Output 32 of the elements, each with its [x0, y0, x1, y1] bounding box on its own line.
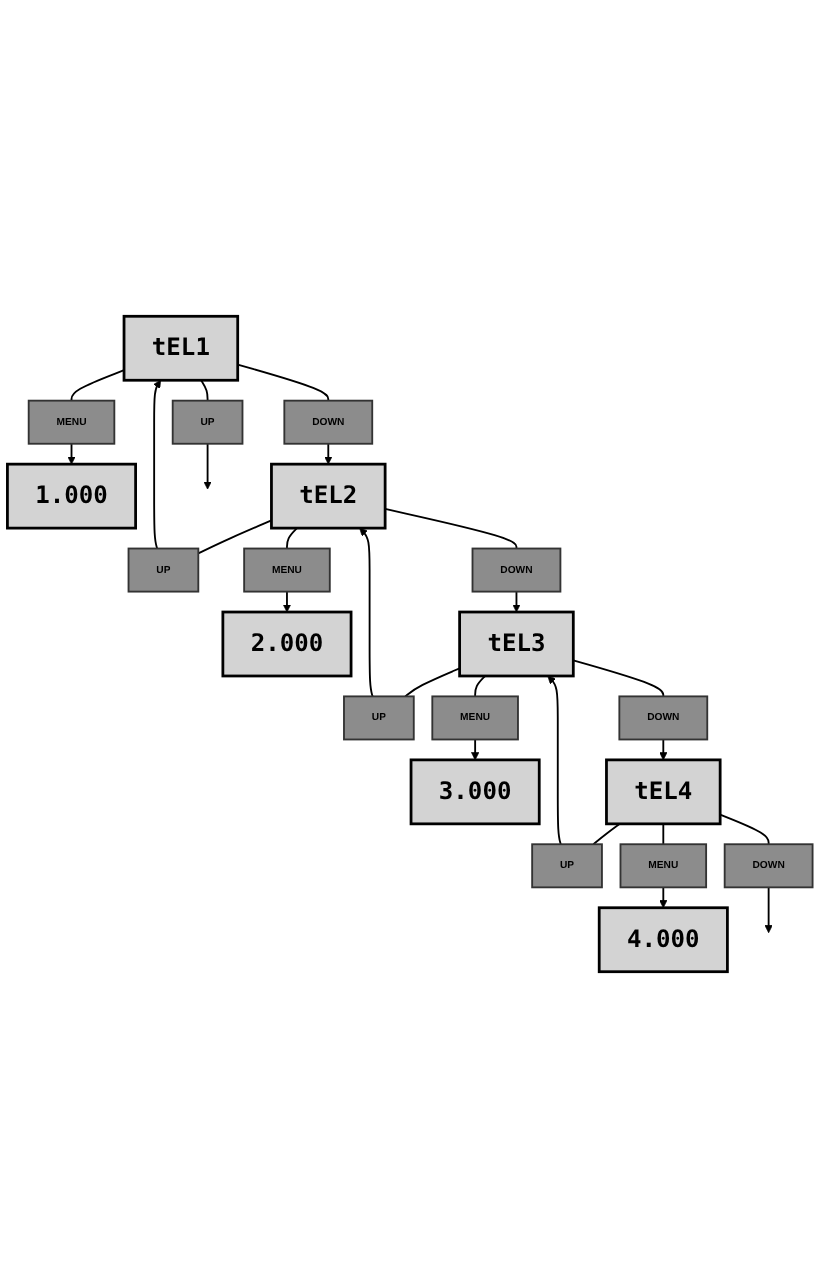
connector [592, 822, 621, 846]
connector [474, 675, 487, 698]
arrow [67, 442, 76, 465]
connector [404, 667, 461, 698]
arrow [659, 886, 668, 909]
arrow [547, 675, 562, 846]
connector [572, 659, 665, 698]
arrow [324, 442, 333, 465]
node-box: tEL3 [458, 610, 575, 678]
node-box: 4.000 [597, 906, 729, 974]
arrow [512, 590, 521, 613]
connector [286, 527, 298, 550]
connector [70, 369, 125, 402]
node-box: 2.000 [221, 610, 353, 678]
connector [719, 813, 770, 846]
arrow [659, 738, 668, 761]
connector [200, 379, 209, 402]
node-box: tEL4 [605, 758, 722, 826]
connector [236, 363, 330, 402]
node-box: 1.000 [6, 462, 137, 530]
connector [662, 822, 665, 846]
arrow [764, 886, 773, 934]
connector [384, 507, 518, 550]
arrow [203, 442, 212, 490]
node-box: 3.000 [409, 758, 541, 826]
connector [197, 519, 273, 555]
arrow [359, 527, 374, 698]
node-box: tEL2 [270, 462, 387, 530]
arrow [471, 738, 480, 761]
arrow [153, 379, 161, 550]
arrow [282, 590, 292, 613]
node-box: tEL1 [122, 314, 240, 382]
